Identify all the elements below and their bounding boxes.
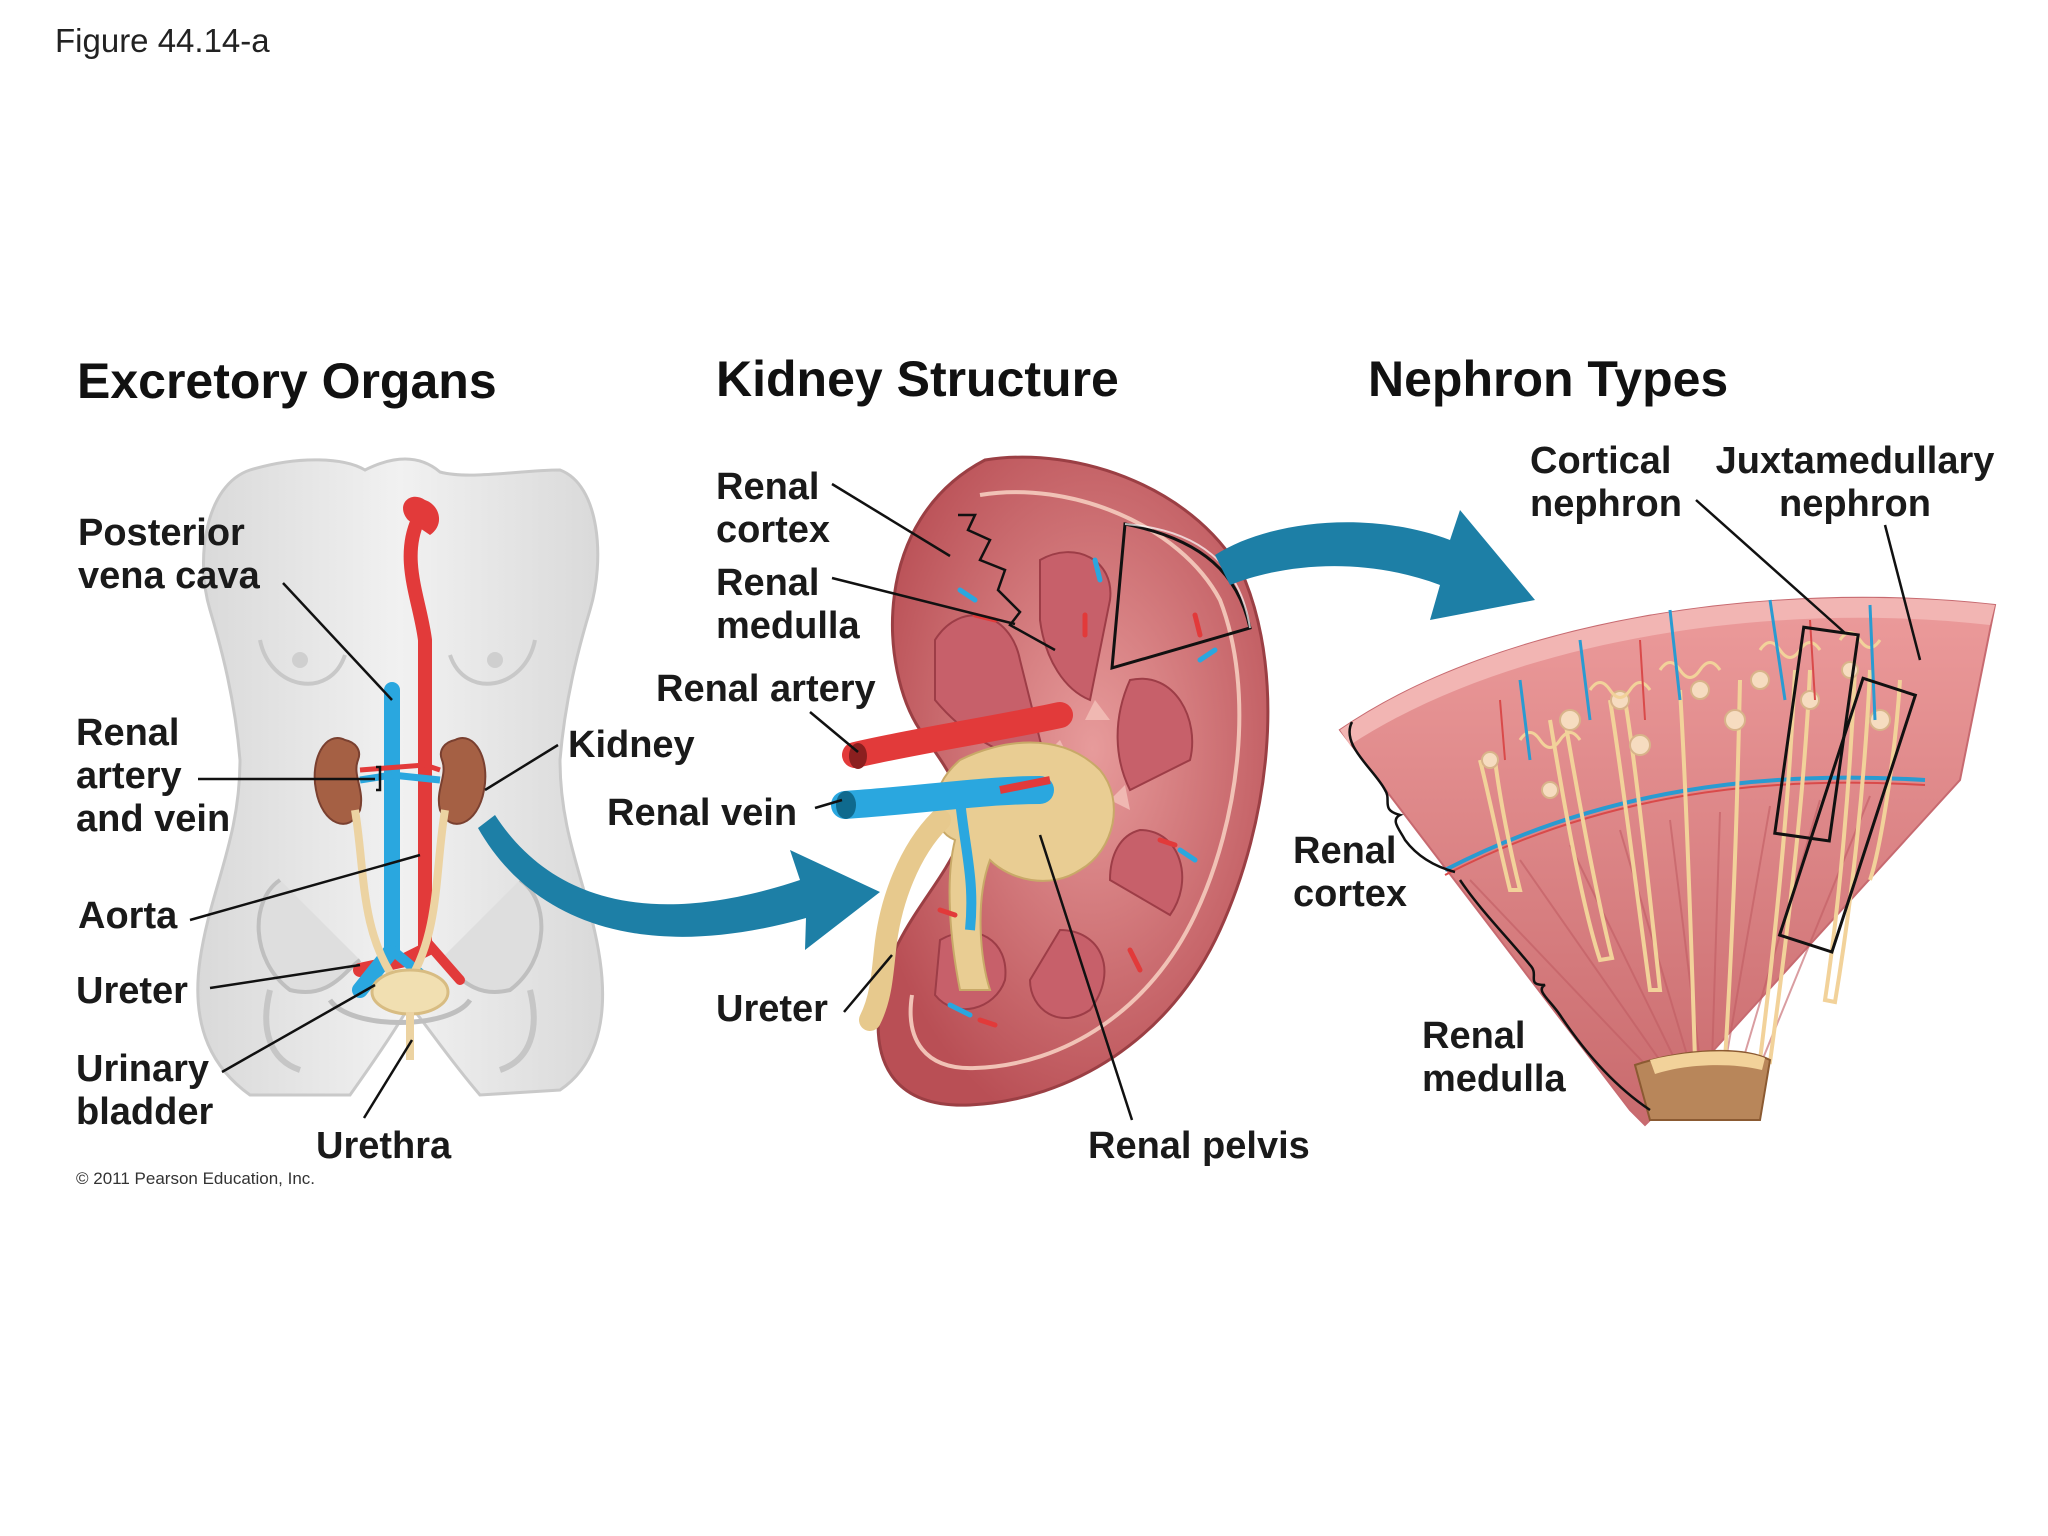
label-renal-vein: Renal vein — [607, 792, 798, 834]
arrow-to-nephron-icon — [1215, 510, 1535, 620]
label-urethra: Urethra — [316, 1125, 452, 1167]
label-ureter-kidney: Ureter — [716, 988, 828, 1030]
label-aorta: Aorta — [78, 895, 178, 937]
label-ureter-body: Ureter — [76, 970, 188, 1012]
panel2-leader-lines — [809, 482, 1134, 1121]
label-cortical-nephron: Cortical nephron — [1530, 440, 1682, 525]
figure-id: Figure 44.14-a — [55, 22, 270, 59]
panel-title-excretory-organs: Excretory Organs — [77, 353, 497, 409]
label-kidney: Kidney — [568, 724, 695, 766]
label-renal-medulla-kidney: Renal medulla — [716, 562, 860, 647]
label-renal-cortex-kidney: Renal cortex — [716, 466, 831, 551]
label-renal-artery: Renal artery — [656, 668, 876, 710]
label-renal-medulla-nephron: Renal medulla — [1422, 1015, 1566, 1100]
arrow-to-kidney-icon — [478, 815, 880, 950]
panel-title-nephron-types: Nephron Types — [1368, 351, 1729, 407]
label-posterior-vena-cava: Posterior vena cava — [78, 512, 260, 597]
label-renal-artery-and-vein: Renal artery and vein — [76, 712, 231, 840]
copyright-notice: © 2011 Pearson Education, Inc. — [76, 1169, 316, 1188]
nephron-wedge — [1338, 596, 1997, 1127]
label-renal-pelvis: Renal pelvis — [1088, 1125, 1310, 1167]
panel3-leader-lines — [1348, 499, 1922, 1112]
label-urinary-bladder: Urinary bladder — [76, 1048, 214, 1133]
label-juxtamedullary-nephron: Juxtamedullary nephron — [1715, 440, 1995, 525]
kidney-cross-section — [831, 455, 1270, 1107]
label-renal-cortex-nephron: Renal cortex — [1293, 830, 1408, 915]
panel-title-kidney-structure: Kidney Structure — [716, 351, 1119, 407]
urinary-system — [313, 496, 487, 1060]
panel1-leader-lines — [189, 582, 559, 1119]
